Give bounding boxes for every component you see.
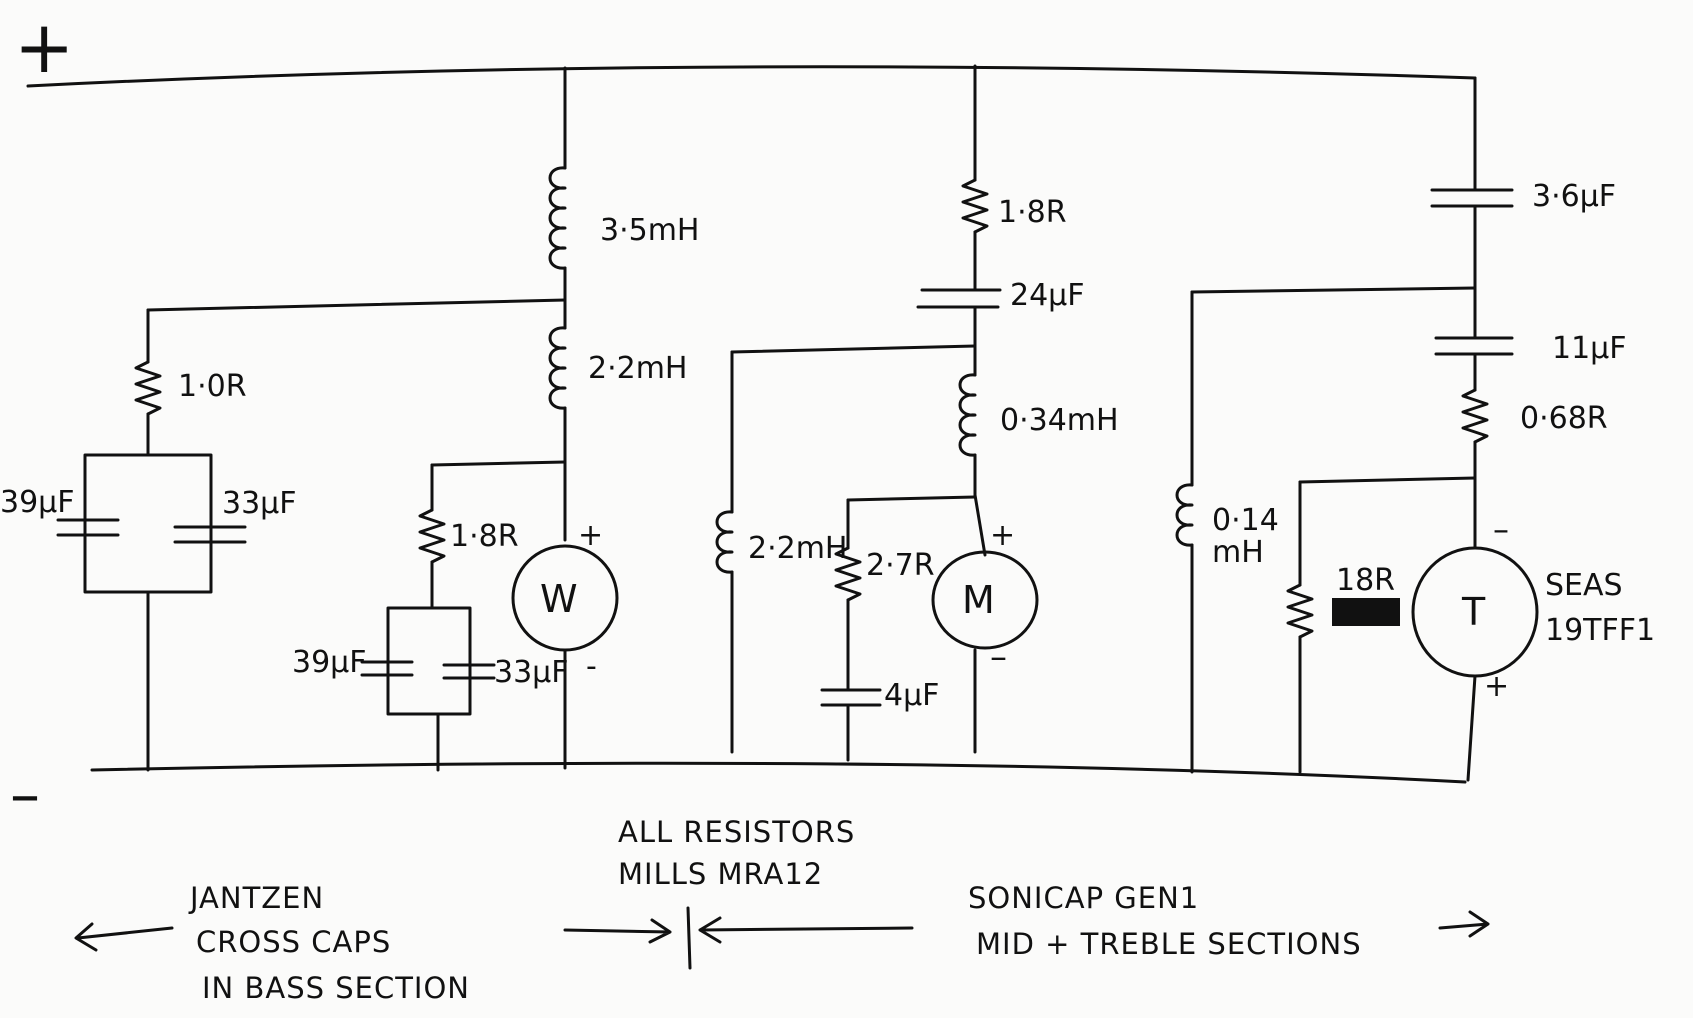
treble-cap-2-label: 11µF [1552, 331, 1627, 366]
treble-cap-1-label: 3·6µF [1532, 179, 1616, 214]
bass-l2-label: 2·2mH [588, 351, 688, 386]
center-divider-icon [686, 906, 692, 970]
mid-series-inductor-label: 0·34mH [1000, 403, 1119, 438]
tweeter-model-line-1: SEAS [1545, 568, 1623, 603]
positive-rail [26, 65, 1477, 88]
treble-series-resistor-label: 0·68R [1520, 401, 1608, 436]
treble-shunt-resistor-label: 18R [1336, 563, 1395, 598]
right-arrow-icon [1438, 910, 1490, 938]
midrange-plus: + [990, 518, 1015, 553]
treble-shunt-inductor [1175, 483, 1194, 547]
tweeter-minus: – [1493, 510, 1509, 548]
mid-shunt-inductor-label: 2·2mH [748, 531, 848, 566]
woofer-minus: - [586, 649, 597, 684]
midrange-minus: – [990, 637, 1007, 677]
positive-rail-label: + [14, 5, 74, 89]
bass-inductor-1 [548, 166, 567, 270]
woofer-label: W [540, 577, 578, 621]
treble-shunt-inductor-label-b: mH [1212, 535, 1264, 570]
tweeter-model-line-2: 19TFF1 [1545, 613, 1655, 648]
midrange-label: M [962, 578, 995, 622]
mid-zobel-resistor-label: 2·7R [866, 548, 935, 583]
center-arrow-left-icon [698, 916, 914, 944]
mid-series-cap-label: 24µF [1010, 278, 1085, 313]
mid-series-resistor-label: 1·8R [998, 195, 1067, 230]
bass-shunt-cap-a-label: 39µF [292, 645, 367, 680]
note-jantzen-line-2: CROSS CAPS [196, 925, 391, 959]
woofer-plus: + [578, 518, 603, 553]
note-resistors-line-1: ALL RESISTORS [618, 815, 855, 849]
mid-section [715, 64, 1039, 762]
note-jantzen-line-1: JANTZEN [188, 881, 324, 915]
bass-zobel-resistor-label: 1·0R [178, 369, 247, 404]
mid-series-resistor [961, 178, 989, 234]
bass-l1-label: 3·5mH [600, 213, 700, 248]
treble-shunt-resistor [1286, 583, 1314, 639]
note-jantzen-line-3: IN BASS SECTION [202, 971, 470, 1005]
midrange-driver [931, 550, 1039, 650]
bass-inductor-2 [548, 326, 567, 410]
mid-zobel-resistor [834, 546, 862, 602]
negative-rail [90, 761, 1467, 784]
treble-series-resistor [1461, 388, 1489, 444]
note-sonicap-line-1: SONICAP GEN1 [968, 881, 1199, 915]
bass-shunt-resistor-label: 1·8R [450, 519, 519, 554]
treble-section [1175, 76, 1539, 782]
bass-shunt-resistor [418, 508, 446, 564]
center-arrow-right-icon [563, 918, 672, 944]
mid-shunt-inductor [715, 510, 734, 574]
tweeter-plus: + [1484, 669, 1509, 704]
bass-zobel-cap-b-label: 33µF [222, 486, 297, 521]
left-arrow-icon [74, 922, 174, 952]
bass-zobel-cap-a-label: 39µF [0, 485, 75, 520]
mid-series-inductor [958, 373, 977, 457]
note-sonicap-line-2: MID + TREBLE SECTIONS [976, 927, 1362, 961]
note-resistors-line-2: MILLS MRA12 [618, 857, 823, 891]
tweeter-label: T [1461, 590, 1486, 634]
bass-shunt-cap-b-label: 33µF [494, 655, 569, 690]
bass-section [56, 66, 619, 772]
notes [74, 906, 1490, 970]
mid-zobel-cap-label: 4µF [884, 678, 939, 713]
negative-rail-label: – [10, 760, 40, 830]
treble-shunt-inductor-label-a: 0·14 [1212, 503, 1279, 538]
scribbled-out-mark [1332, 598, 1400, 626]
bass-zobel-resistor [134, 360, 162, 416]
